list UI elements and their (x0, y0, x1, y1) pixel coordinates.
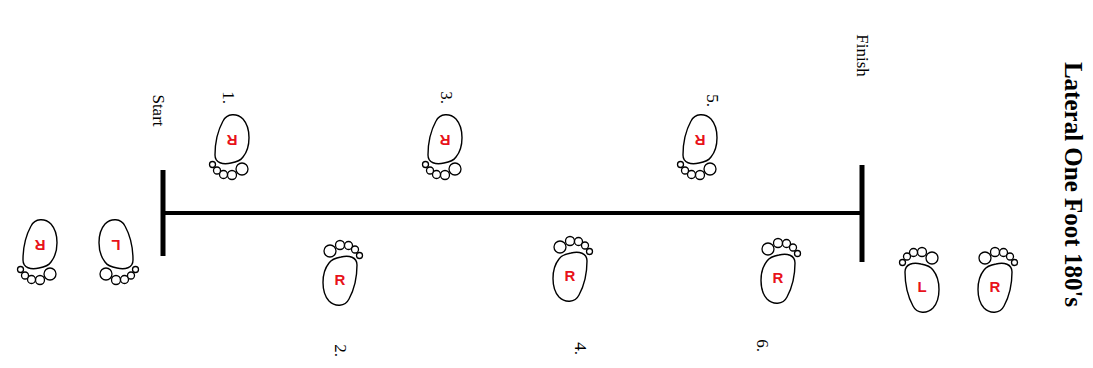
step-number: 4. (572, 342, 589, 355)
toe (790, 244, 797, 251)
foot-letter: R (416, 133, 474, 148)
footprint-outline (416, 112, 474, 188)
footprint-outline (11, 217, 69, 293)
step-number: 2. (332, 344, 349, 357)
start-tick (161, 170, 166, 256)
footprint: R (749, 230, 807, 306)
toe (352, 246, 359, 253)
toe (900, 260, 906, 266)
toe (214, 167, 221, 174)
foot-letter: L (893, 279, 951, 294)
footprint-outline (541, 228, 599, 304)
footprint: R (311, 232, 369, 308)
footprint: R (671, 112, 729, 188)
footprint: R (966, 239, 1024, 315)
toe (587, 249, 593, 255)
toe (774, 239, 783, 248)
foot-letter: R (671, 133, 729, 148)
foot-letter: R (11, 238, 69, 253)
toe (36, 276, 45, 285)
toe (991, 248, 1000, 257)
toe (133, 267, 139, 273)
foot-letter: R (749, 270, 807, 285)
toe (762, 243, 774, 255)
toe (926, 252, 938, 264)
toe (918, 248, 927, 257)
toe (44, 268, 56, 280)
step-number: 6. (754, 339, 771, 352)
foot-letter: R (966, 279, 1024, 294)
toe (324, 245, 336, 257)
toe (357, 253, 363, 259)
footprint: R (11, 217, 69, 293)
toe (423, 162, 429, 168)
footprint-outline (87, 217, 145, 293)
course-line (163, 211, 862, 215)
toe (100, 268, 112, 280)
toe (427, 167, 434, 174)
foot-letter: R (203, 133, 261, 148)
toe (449, 163, 461, 175)
toe (336, 241, 345, 250)
footprint-outline (203, 112, 261, 188)
course-marker: Start (149, 94, 166, 126)
foot-letter: L (87, 238, 145, 253)
toe (228, 171, 237, 180)
finish-tick (860, 165, 865, 262)
toe (566, 237, 575, 246)
step-number: 3. (438, 91, 455, 104)
toe (1007, 253, 1014, 260)
step-number: 1. (220, 91, 237, 104)
toe (795, 251, 801, 257)
course-marker: Finish (854, 34, 871, 77)
footprint: R (203, 112, 261, 188)
toe (678, 162, 684, 168)
footprint-outline (311, 232, 369, 308)
footprint-outline (671, 112, 729, 188)
toe (128, 272, 135, 279)
toe (554, 241, 566, 253)
toe (441, 171, 450, 180)
toe (1012, 260, 1018, 266)
toe (22, 272, 29, 279)
diagram-title: Lateral One Foot 180's (1061, 61, 1086, 306)
footprint-outline (893, 239, 951, 315)
foot-letter: R (541, 268, 599, 283)
footprint: R (541, 228, 599, 304)
toe (904, 253, 911, 260)
toe (979, 252, 991, 264)
footprint-outline (966, 239, 1024, 315)
toe (236, 163, 248, 175)
step-number: 5. (704, 94, 721, 107)
toe (582, 242, 589, 249)
toe (112, 276, 121, 285)
toe (18, 267, 24, 273)
toe (696, 171, 705, 180)
footprint-outline (749, 230, 807, 306)
toe (682, 167, 689, 174)
footprint: R (416, 112, 474, 188)
foot-letter: R (311, 272, 369, 287)
footprint: L (893, 239, 951, 315)
toe (210, 162, 216, 168)
footprint: L (87, 217, 145, 293)
toe (704, 163, 716, 175)
